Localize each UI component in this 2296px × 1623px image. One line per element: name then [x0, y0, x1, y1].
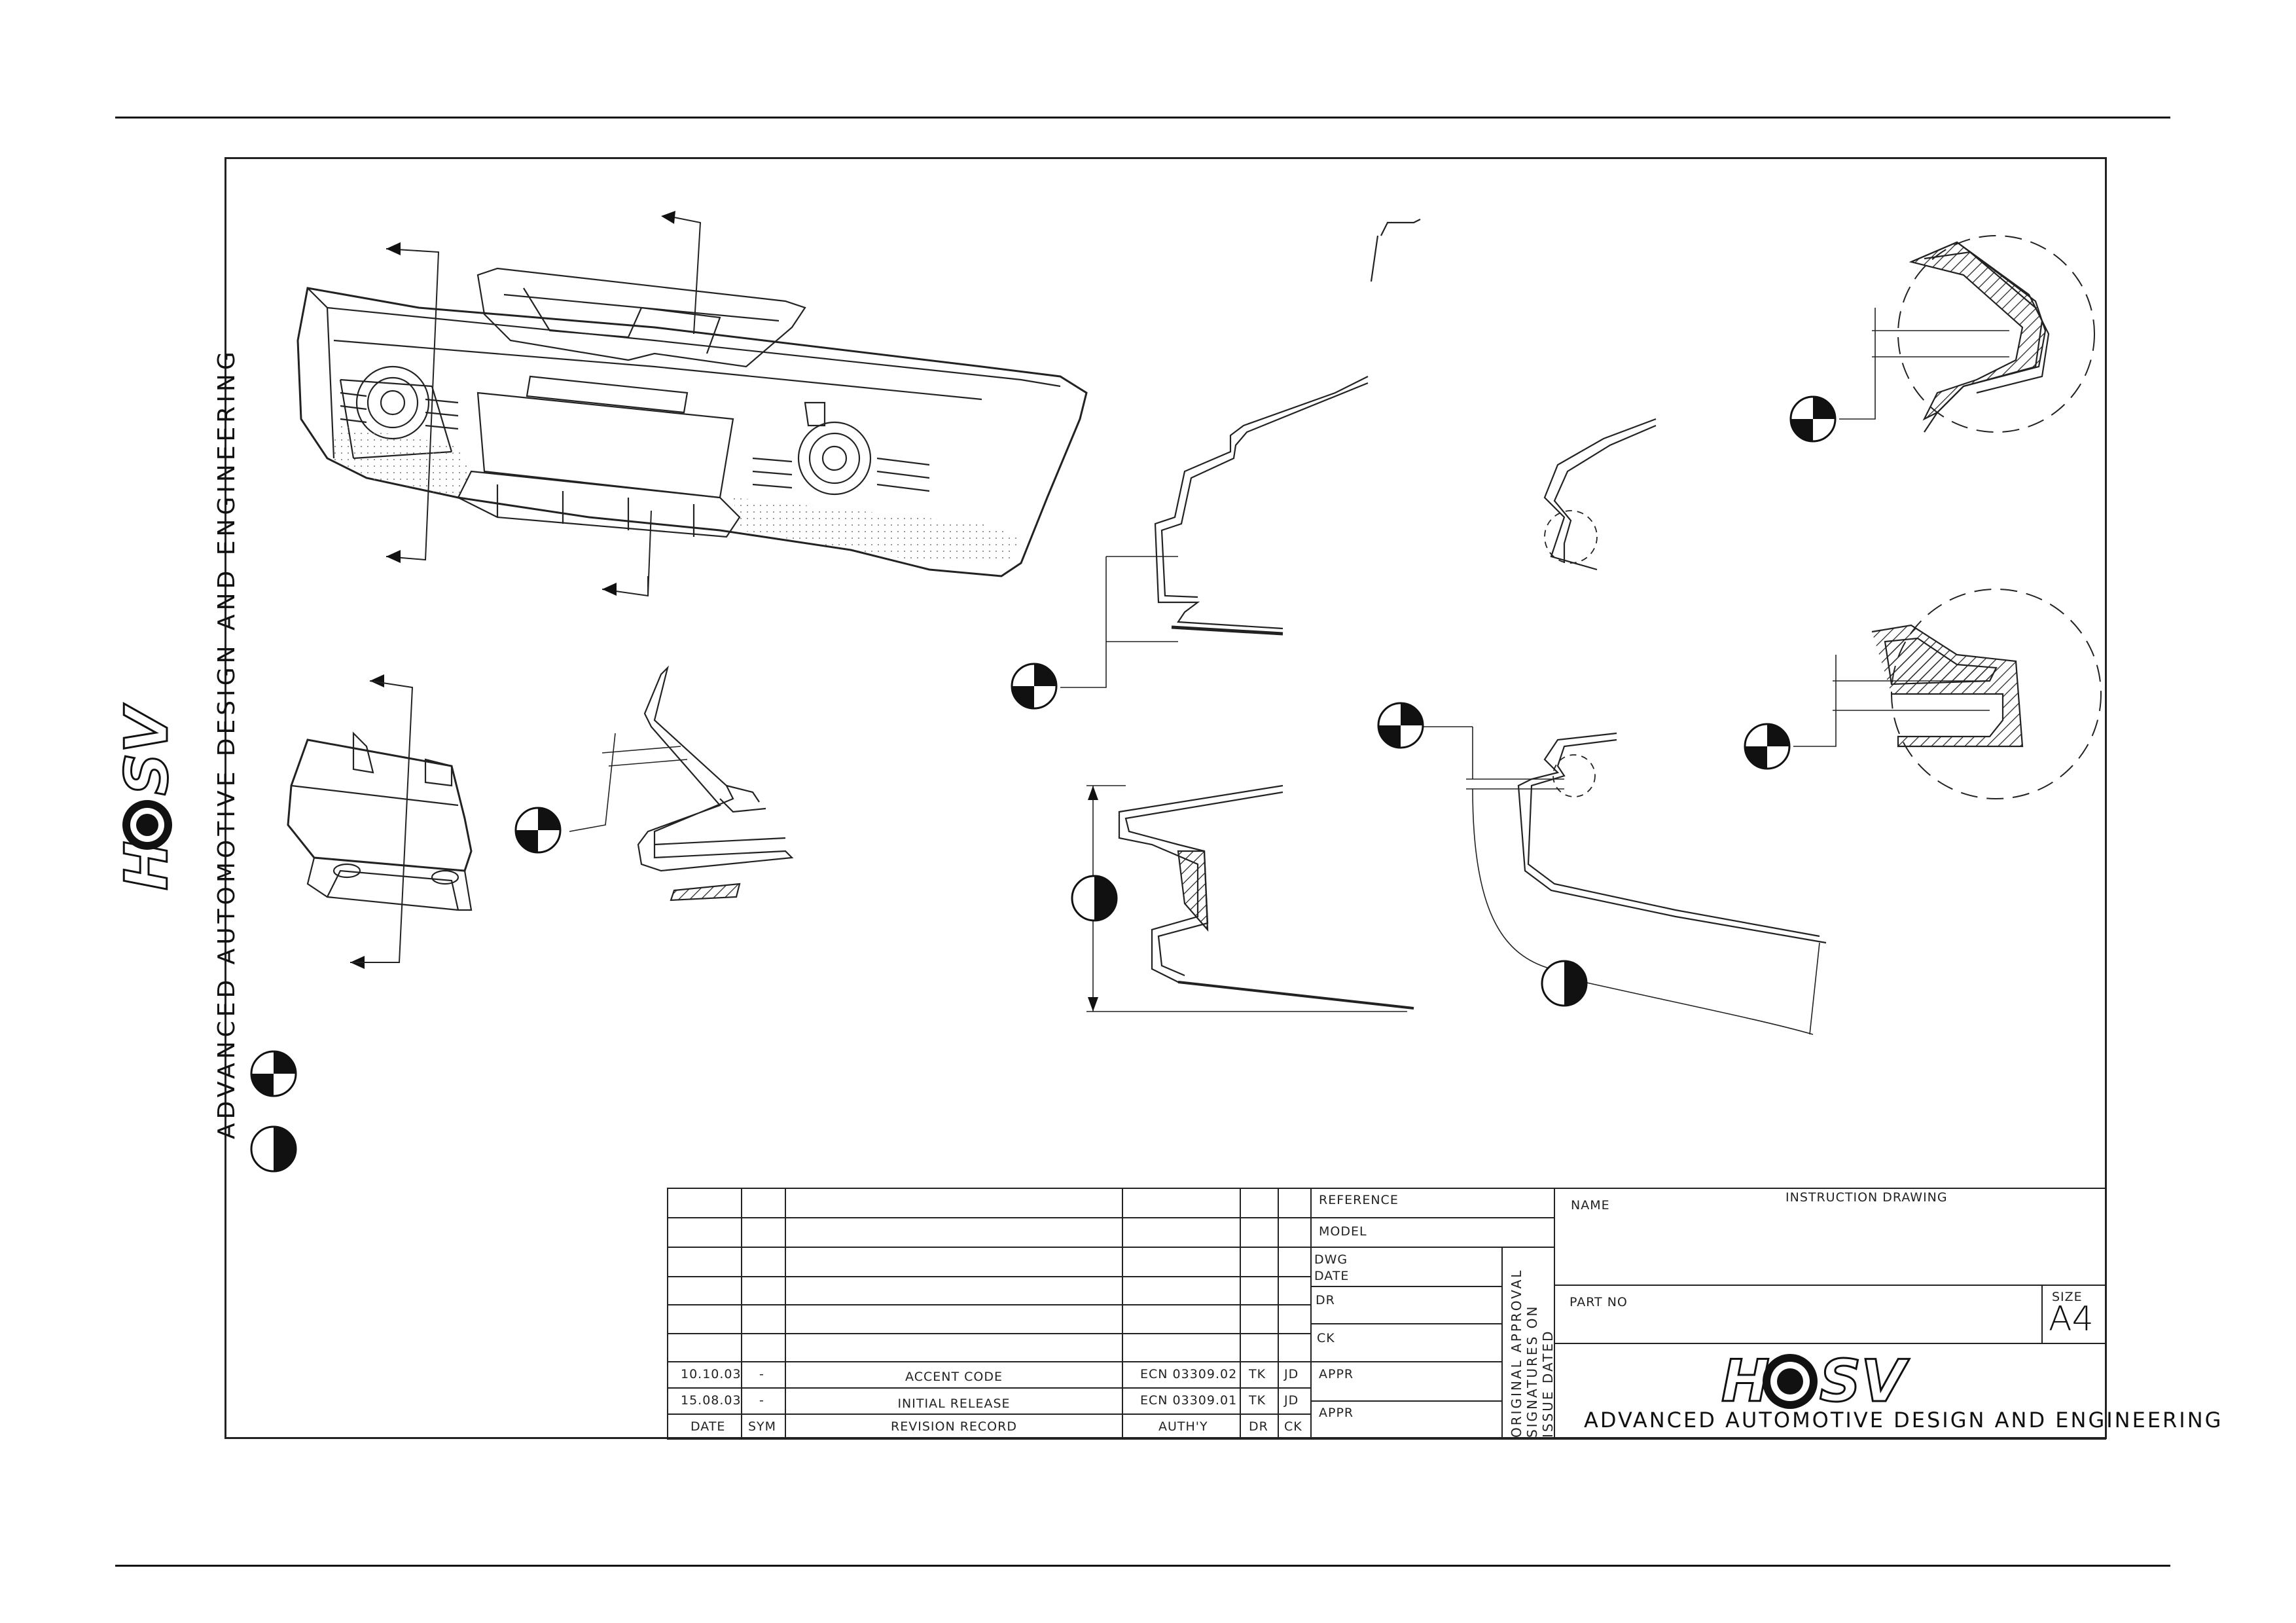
bottom-border-rule: [115, 1565, 2170, 1567]
rev-row-2-date: 15.08.03: [681, 1393, 742, 1408]
title-block-hsv-logo: H SV: [1721, 1347, 1910, 1416]
dr-label: DR: [1316, 1293, 1335, 1307]
rev-row-2-sym: -: [759, 1393, 764, 1408]
datum-symbol-quarter: [1744, 723, 1791, 770]
rev-row-2-ck: JD: [1284, 1393, 1299, 1408]
section-profile-2: [1060, 219, 1421, 688]
reference-label: REFERENCE: [1319, 1193, 1399, 1207]
detail-view-2: [1793, 589, 2102, 799]
model-label: MODEL: [1319, 1224, 1367, 1239]
detail-view-1: [1839, 235, 2095, 433]
rev-row-1-authy: ECN 03309.02: [1140, 1367, 1238, 1381]
bracket-isometric-view: [287, 680, 473, 963]
datum-symbol-quarter: [1789, 395, 1837, 443]
datum-symbol-quarter: [514, 807, 562, 854]
legend-datum-half: [250, 1125, 297, 1173]
rev-row-1-dr: TK: [1249, 1367, 1266, 1381]
rev-header-record: REVISION RECORD: [891, 1419, 1017, 1434]
name-label: NAME: [1571, 1198, 1610, 1213]
rev-row-1-record: ACCENT CODE: [905, 1370, 1003, 1384]
side-hsv-logo: H SV: [112, 702, 183, 892]
approval-note: ORIGINAL APPROVAL SIGNATURES ON ISSUE DA…: [1509, 1268, 1556, 1438]
legend-datum-quarter: [250, 1050, 297, 1097]
section-profile-4: [1543, 418, 1657, 571]
rev-header-ck: CK: [1284, 1419, 1302, 1434]
name-value: INSTRUCTION DRAWING: [1785, 1190, 1948, 1205]
bumper-isometric-view: [296, 215, 1088, 597]
rev-row-1-ck: JD: [1284, 1367, 1299, 1381]
dwg-label: DWG: [1314, 1252, 1348, 1267]
title-block-company-tagline: ADVANCED AUTOMOTIVE DESIGN AND ENGINEERI…: [1584, 1408, 2223, 1432]
svg-text:H: H: [1721, 1347, 1770, 1415]
section-profile-5: [1407, 726, 1827, 1035]
datum-symbol-half: [1541, 960, 1588, 1007]
drawing-sheet-frame: [224, 157, 2107, 1439]
rev-row-2-authy: ECN 03309.01: [1140, 1393, 1238, 1408]
rev-row-1-date: 10.10.03: [681, 1367, 742, 1381]
datum-symbol-half: [1071, 875, 1118, 922]
part-no-label: PART NO: [1570, 1295, 1628, 1309]
svg-text:SV: SV: [113, 703, 181, 795]
title-block-grid: [667, 1188, 2106, 1440]
date-label: DATE: [1314, 1269, 1350, 1283]
section-profile-3: [1086, 784, 1414, 1012]
rev-header-dr: DR: [1249, 1419, 1268, 1434]
appr-label: APPR: [1319, 1367, 1354, 1381]
rev-row-2-record: INITIAL RELEASE: [897, 1396, 1011, 1411]
rev-header-date: DATE: [691, 1419, 726, 1434]
side-company-tagline: ADVANCED AUTOMOTIVE DESIGN AND ENGINEERI…: [213, 348, 240, 1139]
rev-header-authy: AUTH'Y: [1158, 1419, 1208, 1434]
svg-text:SV: SV: [1820, 1347, 1909, 1415]
appr2-label: APPR: [1319, 1406, 1354, 1420]
datum-symbol-quarter: [1377, 702, 1424, 749]
datum-symbol-quarter: [1011, 663, 1058, 710]
rev-row-2-dr: TK: [1249, 1393, 1266, 1408]
section-profile-1: [569, 665, 794, 902]
rev-row-1-sym: -: [759, 1367, 764, 1381]
ck-label: CK: [1317, 1331, 1335, 1345]
rev-header-sym: SYM: [748, 1419, 777, 1434]
size-label: SIZE: [2052, 1290, 2083, 1304]
top-border-rule: [115, 117, 2170, 119]
size-value: A4: [2049, 1300, 2094, 1339]
